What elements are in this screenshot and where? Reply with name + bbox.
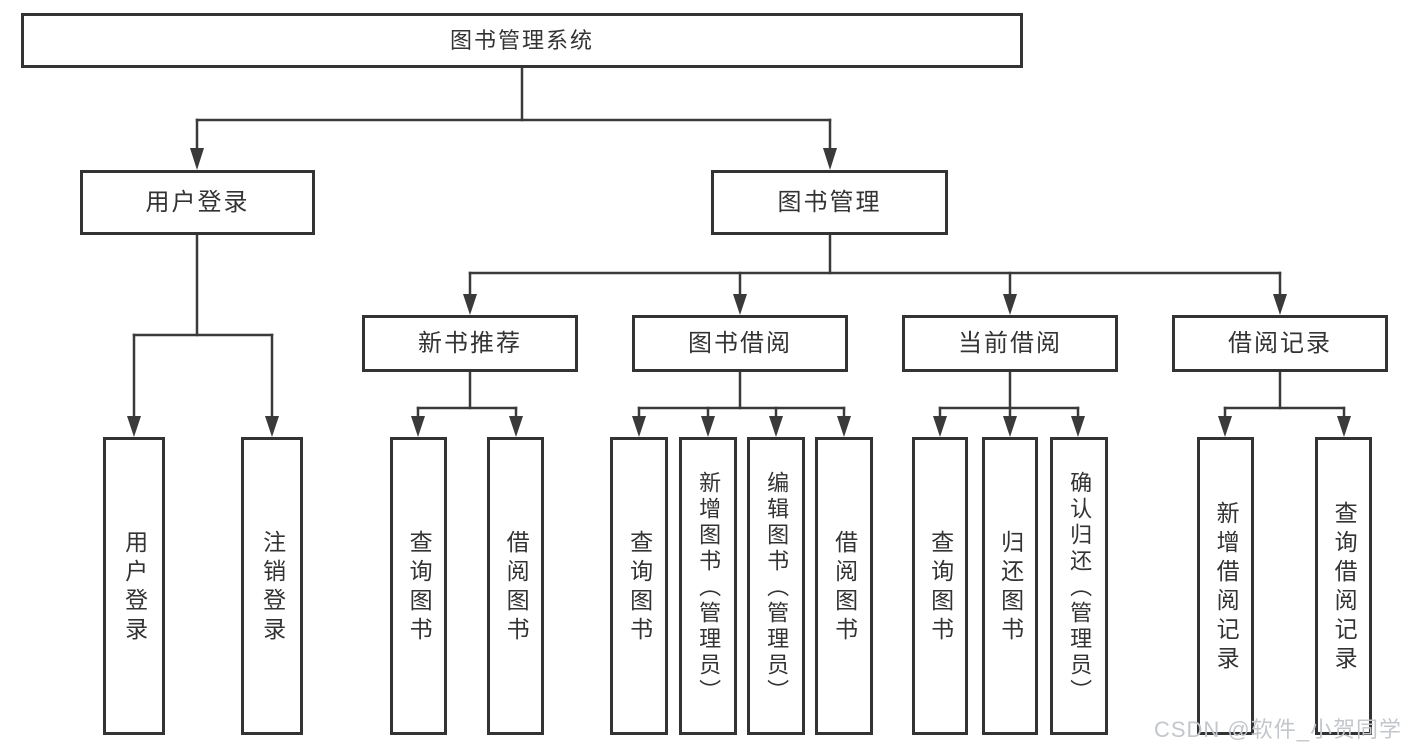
node-leaf-edit-books-admin: 编辑图书（管理员） (747, 437, 805, 735)
node-leaf-user-login: 用户登录 (103, 437, 165, 735)
node-leaf-logout: 注销登录 (241, 437, 303, 735)
csdn-watermark: CSDN @软件_小贺同学 (1153, 717, 1402, 742)
node-borrow-records: 借阅记录 (1172, 315, 1388, 372)
node-library-management-system: 图书管理系统 (21, 13, 1023, 68)
node-leaf-return-books: 归还图书 (982, 437, 1038, 735)
node-leaf-query-books-recommend: 查询图书 (390, 437, 447, 735)
node-book-borrow: 图书借阅 (632, 315, 848, 372)
node-leaf-query-borrow-record: 查询借阅记录 (1315, 437, 1372, 735)
node-new-book-recommend: 新书推荐 (362, 315, 578, 372)
node-leaf-confirm-return-admin: 确认归还（管理员） (1050, 437, 1108, 735)
node-leaf-query-books-borrow: 查询图书 (610, 437, 668, 735)
node-leaf-add-borrow-record: 新增借阅记录 (1197, 437, 1254, 735)
node-user-login: 用户登录 (80, 170, 315, 235)
node-current-borrow: 当前借阅 (902, 315, 1118, 372)
node-leaf-borrow-books-recommend: 借阅图书 (487, 437, 544, 735)
node-book-management: 图书管理 (711, 170, 948, 235)
node-leaf-query-books-current: 查询图书 (912, 437, 968, 735)
node-leaf-borrow-books: 借阅图书 (815, 437, 873, 735)
node-leaf-add-books-admin: 新增图书（管理员） (679, 437, 737, 735)
